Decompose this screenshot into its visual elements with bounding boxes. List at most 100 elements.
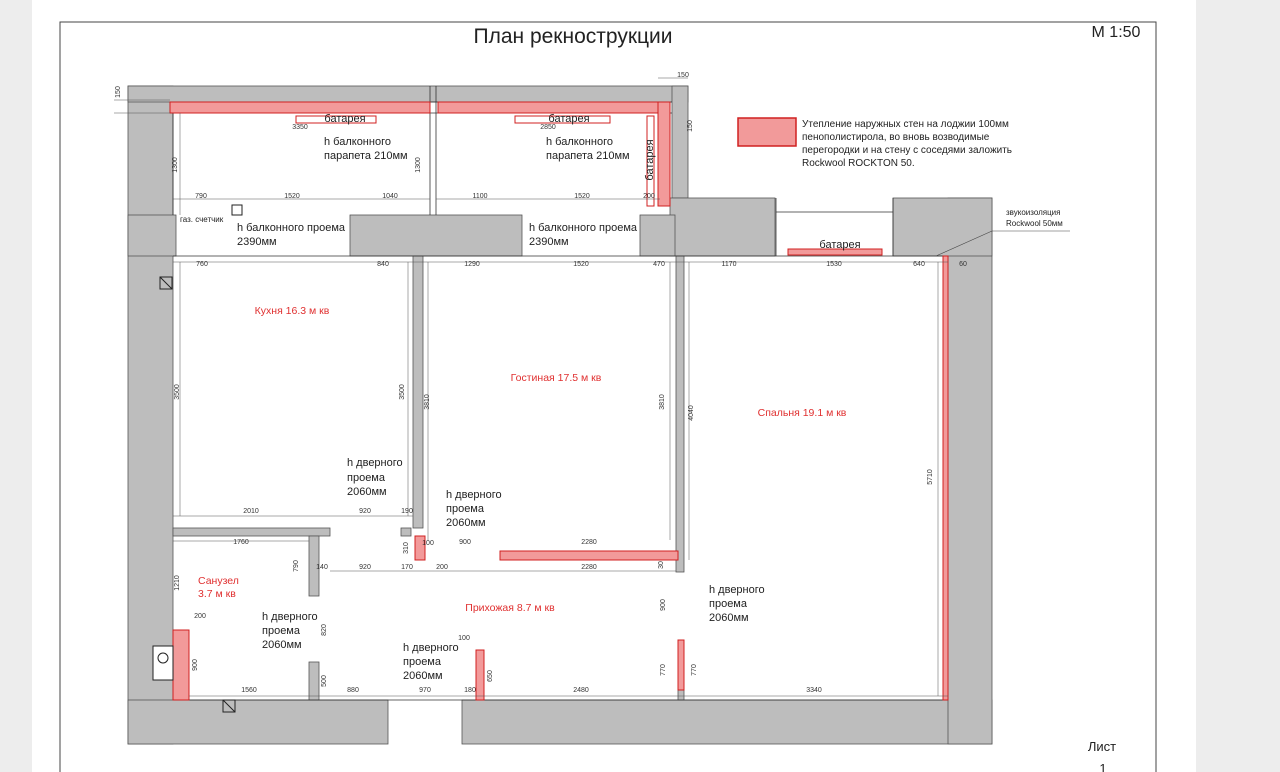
door-note-3-line-1: h дверного: [262, 611, 318, 623]
wall-right: [947, 197, 993, 745]
dim-value: 1300: [415, 157, 422, 173]
parapet-note-1-line-1: h балконного: [324, 136, 391, 148]
sheet-title: План рекнострукции: [473, 25, 672, 48]
radiator-2: [514, 115, 611, 124]
wall-left: [127, 85, 174, 745]
dim-value: 2010: [243, 508, 259, 515]
door-note-1-line-3: 2060мм: [347, 486, 387, 498]
dim-value: 900: [660, 599, 667, 611]
room-bathroom-area: 3.7 м кв: [198, 588, 236, 600]
scale-label: М 1:50: [1092, 24, 1141, 41]
gas-meter-label: газ. счетчик: [180, 215, 224, 224]
dim-value: 820: [321, 624, 328, 636]
dim-value: 190: [401, 508, 413, 515]
dim-value: 3500: [174, 384, 181, 400]
door-note-4-line-3: 2060мм: [403, 670, 443, 682]
insulation-living-bottom: [499, 550, 679, 561]
radiator-label-3: батарея: [644, 139, 656, 180]
wall-bottom-right: [461, 699, 993, 745]
door-note-4-line-1: h дверного: [403, 642, 459, 654]
dim-value: 2850: [540, 124, 556, 131]
door-note-3-line-2: проема: [262, 625, 301, 637]
legend-swatch: [737, 117, 797, 147]
dim-value: 1520: [573, 261, 589, 268]
insulation-balcony-right: [437, 101, 671, 114]
dim-value: 1520: [574, 193, 590, 200]
dim-value: 790: [195, 193, 207, 200]
insulation-bath-left: [172, 629, 190, 701]
door-note-5-line-1: h дверного: [709, 584, 765, 596]
legend-line-2: пенополистирола, во вновь возводимые: [802, 132, 990, 143]
dim-value: 1040: [382, 193, 398, 200]
wall-pier-right: [639, 214, 676, 257]
dim-value: 60: [959, 261, 967, 268]
balcony-opening-2-line-1: h балконного проема: [529, 222, 638, 234]
radiator-1: [295, 115, 377, 124]
dim-value: 500: [321, 675, 328, 687]
balcony-opening-2-line-2: 2390мм: [529, 236, 569, 248]
dim-value: 920: [359, 564, 371, 571]
room-living: Гостиная 17.5 м кв: [511, 372, 602, 384]
insulation-balcony-left: [169, 101, 431, 114]
wall-stub: [400, 527, 412, 537]
dim-value: 100: [422, 540, 434, 547]
wall-kitchen-bottom: [172, 527, 331, 537]
symbols: [152, 204, 1070, 713]
room-bedroom: Спальня 19.1 м кв: [758, 407, 847, 419]
legend-text: Утепление наружных стен на лоджии 100мм …: [802, 119, 1012, 169]
door-note-1-line-2: проема: [347, 472, 386, 484]
dim-value: 900: [459, 539, 471, 546]
radiator-4: [787, 248, 883, 256]
radiator-3: [646, 115, 655, 207]
insulation-hall-bottom: [475, 649, 485, 701]
ventilation-symbol-2: [222, 699, 236, 713]
dim-value: 180: [464, 687, 476, 694]
radiator-label-2: батарея: [548, 113, 589, 125]
dim-value: 3500: [399, 384, 406, 400]
dimension-values: 150 150 150 3350 2850 1300 1300 790 1520…: [115, 72, 967, 694]
dim-value: 970: [419, 687, 431, 694]
dim-value: 1520: [284, 193, 300, 200]
dim-value: 310: [403, 542, 410, 554]
wall-top-bedroom-right: [892, 197, 993, 257]
dim-value: 4040: [688, 405, 695, 421]
dim-value: 2280: [581, 564, 597, 571]
wall-top-bedroom-left: [669, 197, 776, 257]
dim-value: 1300: [172, 157, 179, 173]
legend-line-1: Утепление наружных стен на лоджии 100мм: [802, 119, 1009, 130]
dim-value: 1100: [472, 193, 487, 200]
dim-value: 150: [687, 120, 694, 132]
dim-value: 1560: [241, 687, 257, 694]
dim-value: 1170: [721, 261, 736, 268]
sheet-label: Лист: [1088, 739, 1116, 754]
dim-value: 1760: [233, 539, 249, 546]
door-note-1-line-1: h дверного: [347, 457, 403, 469]
dim-value: 3810: [424, 394, 431, 410]
dim-value: 840: [377, 261, 389, 268]
radiators: батарея батарея батарея батарея: [295, 113, 883, 256]
room-hallway: Прихожая 8.7 м кв: [465, 602, 555, 614]
dim-value: 880: [347, 687, 359, 694]
dim-value: 3340: [806, 687, 822, 694]
dim-value: 3350: [292, 124, 308, 131]
dim-value: 140: [316, 564, 328, 571]
insulation-balcony-side: [657, 101, 671, 207]
door-note-2-line-1: h дверного: [446, 489, 502, 501]
room-bathroom-name: Санузел: [198, 575, 239, 587]
wall-pier-middle: [349, 214, 523, 257]
room-kitchen: Кухня 16.3 м кв: [255, 305, 330, 317]
dim-value: 770: [691, 664, 698, 676]
wall-bath-right-bottom: [308, 661, 320, 701]
ventilation-symbol-1: [159, 276, 173, 290]
insulation-hall-stub: [414, 535, 426, 561]
door-note-5-line-2: проема: [709, 598, 748, 610]
dim-value: 2280: [581, 539, 597, 546]
door-note-2-line-3: 2060мм: [446, 517, 486, 529]
legend-line-4: Rockwool ROCKTON 50.: [802, 158, 915, 169]
dim-value: 3810: [659, 394, 666, 410]
dim-value: 30: [658, 561, 665, 569]
soundproofing-line-1: звукоизоляция: [1006, 208, 1060, 217]
radiator-label-4: батарея: [819, 239, 860, 251]
